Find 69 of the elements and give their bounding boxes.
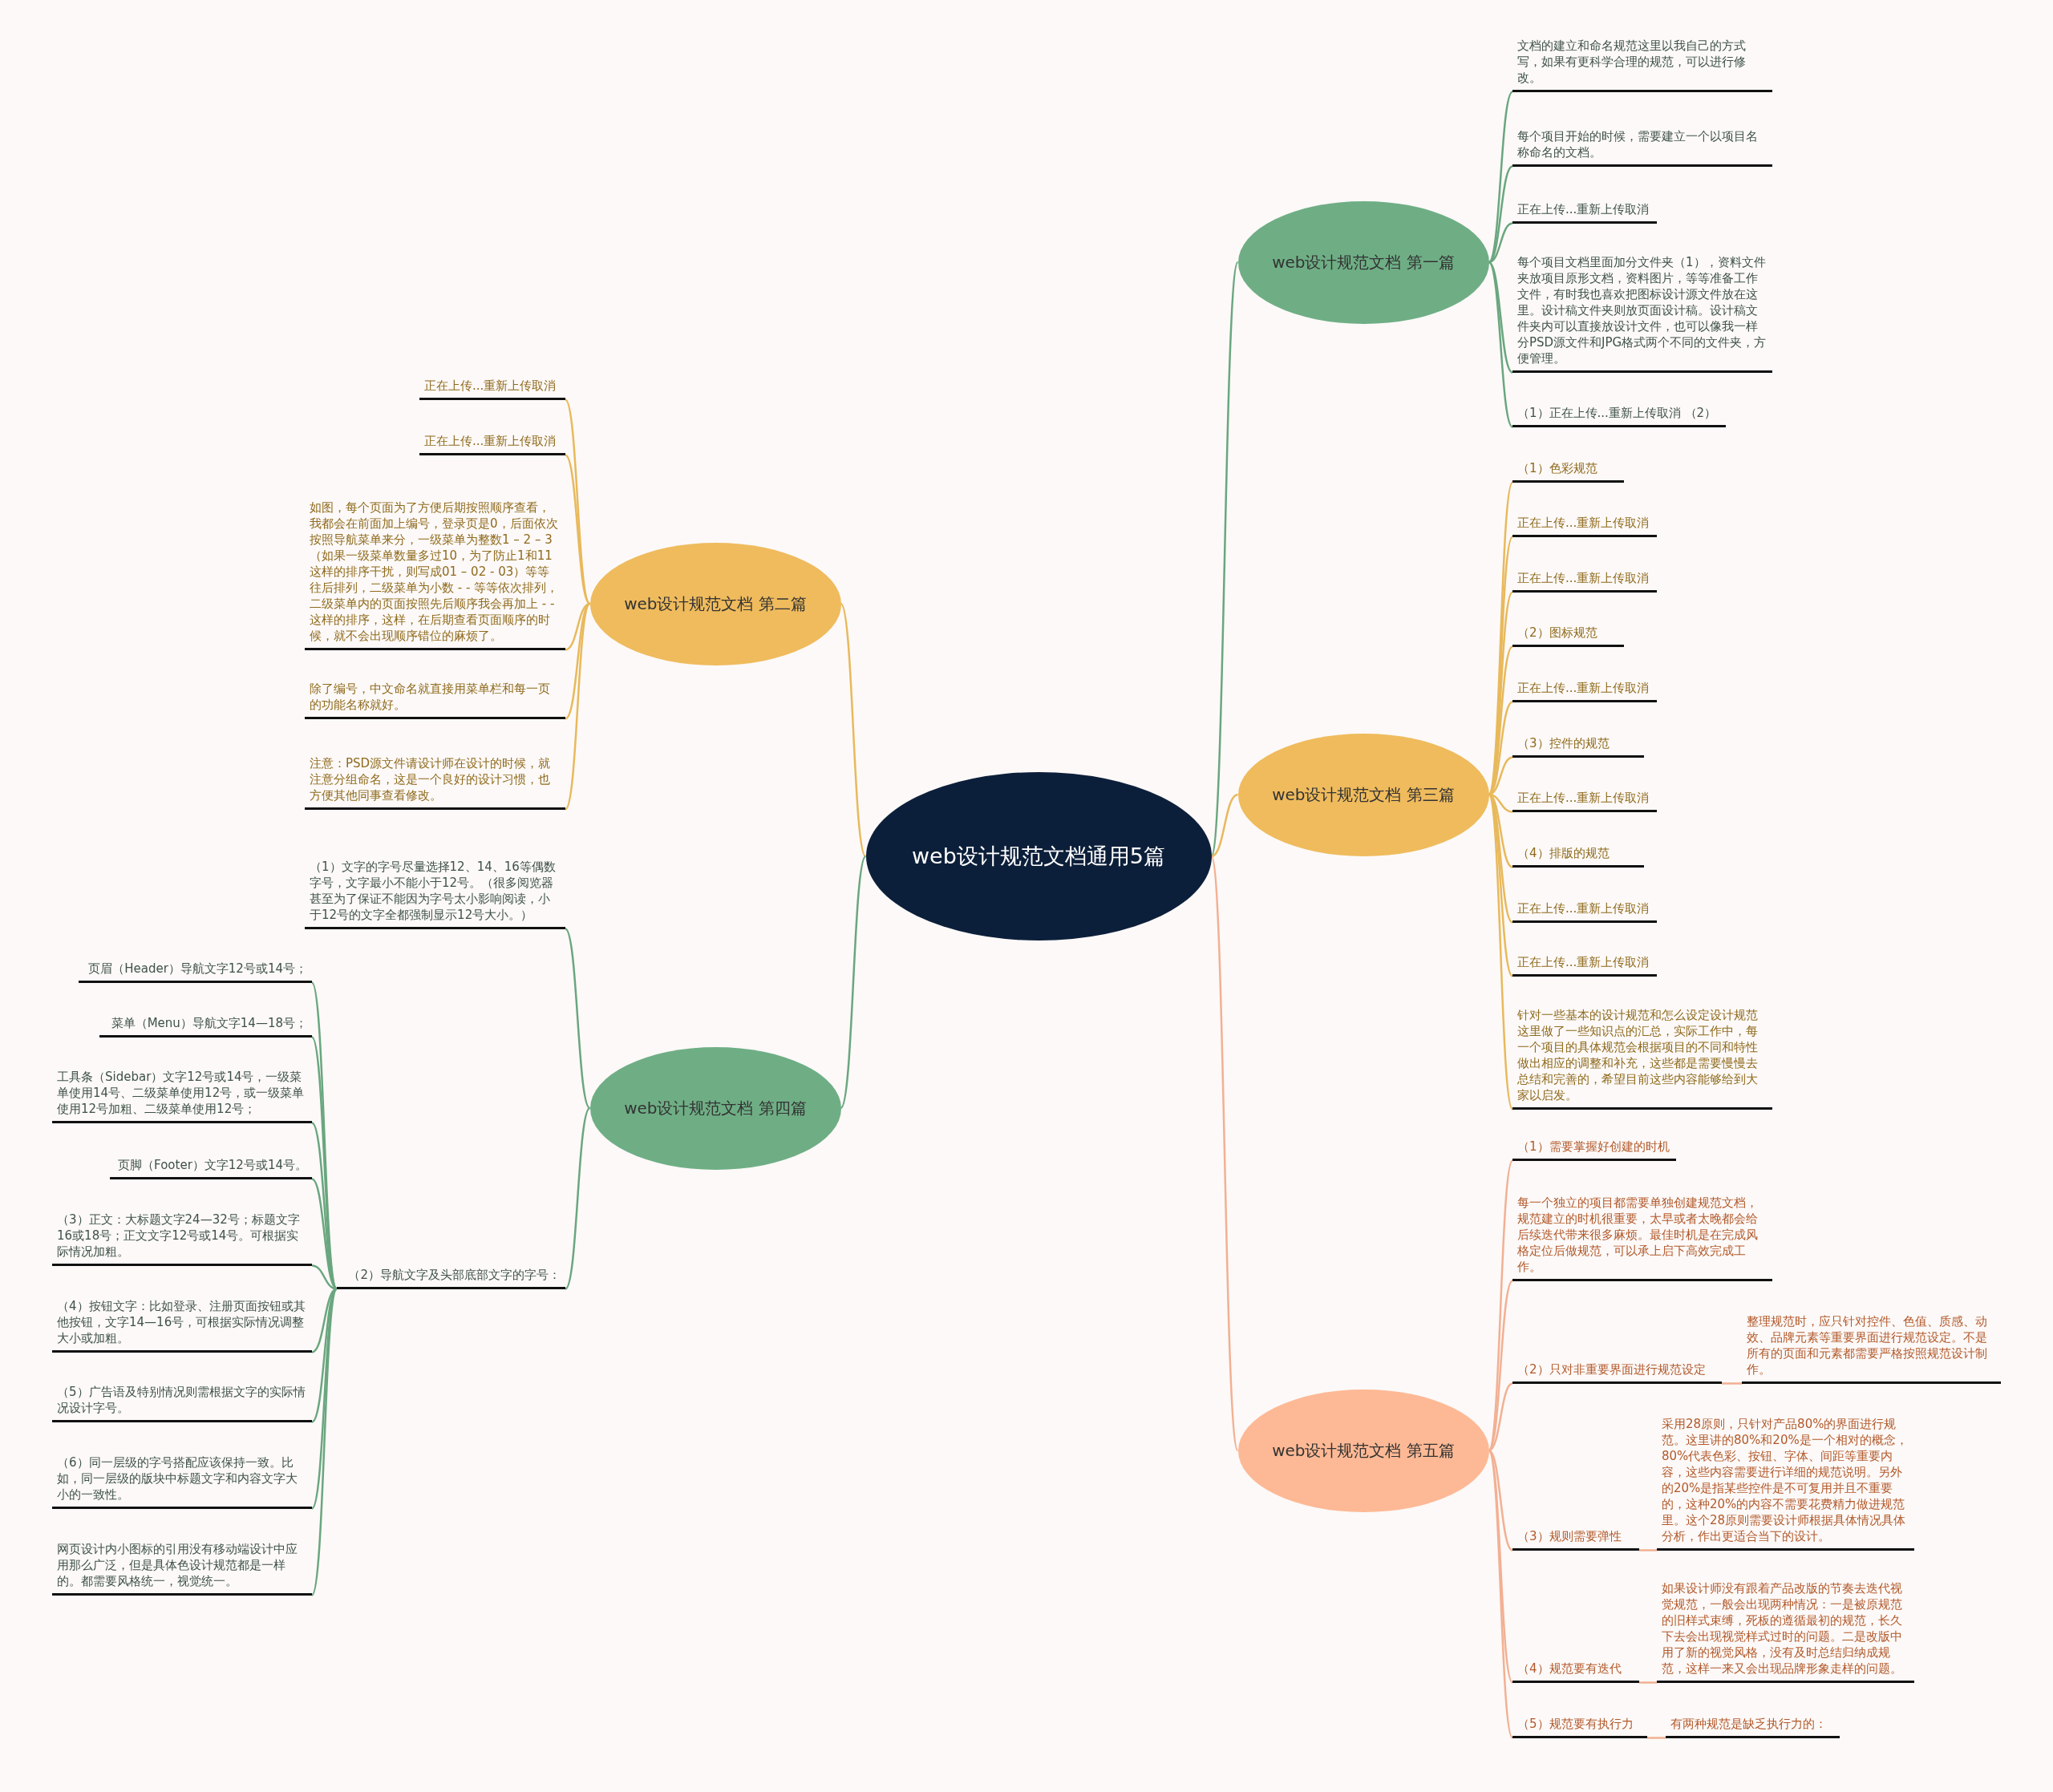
topic-ellipse: web设计规范文档 第五篇 <box>1237 1388 1490 1513</box>
topic-text: 文档的建立和命名规范这里以我自己的方式写，如果有更科学合理的规范，可以进行修改。 <box>1512 36 1772 92</box>
topic-text: 正在上传...重新上传取消 <box>419 431 565 455</box>
topic-text: 网页设计内小图标的引用没有移动端设计中应用那么广泛，但是具体色设计规范都是一样的。都需要风格统一，视觉统一。 <box>52 1539 312 1596</box>
topic-text: （1）需要掌握好创建的时机 <box>1512 1137 1676 1161</box>
connector-line <box>840 856 867 1109</box>
connector-line <box>1488 91 1513 263</box>
topic-text: 如果设计师没有跟着产品改版的节奏去迭代视觉规范，一般会出现两种情况：一是被原规范的旧样式束缚，死板的遵循最初的规范，长久下去会出现视觉样式过时的问题。二是改版中用了新的视觉风格，没有及时总结归纳成规范，这样一来又会出现品牌形象走样的问题。 <box>1657 1579 1914 1683</box>
topic-text: （1）色彩规范 <box>1512 459 1624 483</box>
topic-text: 正在上传...重新上传取消 <box>1512 568 1657 593</box>
connector-line <box>840 603 867 857</box>
topic-ellipse: web设计规范文档 第一篇 <box>1237 200 1490 325</box>
topic-text: 每个项目开始的时候，需要建立一个以项目名称命名的文档。 <box>1512 127 1772 167</box>
connector-line <box>1639 1681 1657 1684</box>
connector-line <box>564 603 591 811</box>
topic-text: （3）正文：大标题文字24—32号；标题文字16或18号；正文文字12号或14号。可根据实际情况加粗。 <box>52 1210 312 1266</box>
topic-ellipse: web设计规范文档 第二篇 <box>589 541 842 666</box>
connector-line <box>1210 856 1239 1451</box>
topic-text: 每一个独立的项目都需要单独创建规范文档，规范建立的时机很重要，太早或者太晚都会给后续迭代带来很多麻烦。最佳时机是在完成风格定位后做规范，可以承上启下高效完成工作。 <box>1512 1193 1772 1281</box>
topic-text: 正在上传...重新上传取消 <box>419 376 565 400</box>
topic-ellipse: web设计规范文档通用5篇 <box>865 771 1213 941</box>
topic-text: 正在上传...重新上传取消 <box>1512 953 1657 977</box>
connector-line <box>1210 261 1239 857</box>
topic-text: （4）按钮文字：比如登录、注册页面按钮或其他按钮，文字14—16号，可根据实际情况调整大小或加粗。 <box>52 1296 312 1353</box>
connector-line <box>1639 1549 1657 1551</box>
connector-line <box>1488 1450 1513 1551</box>
topic-text: 每个项目文档里面加分文件夹（1），资料文件夹放项目原形文档，资料图片，等等准备工作文件，有时我也喜欢把图标设计源文件放在这里。设计稿文件夹则放页面设计稿。设计稿文件夹内可以直接放设计文件，也可以像我一样分PSD源文件和JPG格式两个不同的文件夹，方便管理。 <box>1512 253 1772 373</box>
topic-text: 有两种规范是缺乏执行力的： <box>1666 1714 1840 1738</box>
topic-text: 针对一些基本的设计规范和怎么设定设计规范这里做了一些知识点的汇总，实际工作中，每一个项目的具体规范会根据项目的不同和特性做出相应的调整和补充，这些都是需要慢慢去总结和完善的，希望目前这些内容能够给到大家以启发。 <box>1512 1005 1772 1110</box>
topic-text: （2）只对非重要界面进行规范设定 <box>1512 1360 1722 1384</box>
topic-text: 正在上传...重新上传取消 <box>1512 200 1657 224</box>
topic-text: （5）规范要有执行力 <box>1512 1714 1647 1738</box>
topic-ellipse: web设计规范文档 第三篇 <box>1237 732 1490 857</box>
topic-text: （3）规则需要弹性 <box>1512 1527 1639 1551</box>
topic-text: （5）广告语及特别情况则需根据文字的实际情况设计字号。 <box>52 1382 312 1422</box>
connector-line <box>565 603 591 720</box>
topic-ellipse: web设计规范文档 第四篇 <box>589 1046 842 1171</box>
topic-text: 页眉（Header）导航文字12号或14号； <box>79 959 312 983</box>
topic-text: 除了编号，中文命名就直接用菜单栏和每一页的功能名称就好。 <box>305 679 565 719</box>
topic-text: 整理规范时，应只针对控件、色值、质感、动效、品牌元素等重要界面进行规范设定。不是所有的页面和元素都需要严格按照规范设计制作。 <box>1742 1312 2001 1384</box>
connector-line <box>565 454 591 605</box>
connector-line <box>565 1107 591 1290</box>
topic-text: （4）规范要有迭代 <box>1512 1659 1639 1683</box>
topic-text: （2）导航文字及头部底部文字的字号： <box>337 1265 565 1289</box>
topic-text: （4）排版的规范 <box>1512 843 1644 868</box>
topic-text: 注意：PSD源文件请设计师在设计的时候，就注意分组命名，这是一个良好的设计习惯，也方便其他同事查看修改。 <box>305 754 565 810</box>
topic-text: 正在上传...重新上传取消 <box>1512 788 1657 812</box>
topic-text: 工具条（Sidebar）文字12号或14号，一级菜单使用14号、二级菜单使用12号，或一级菜单使用12号加粗、二级菜单使用12号； <box>52 1067 312 1123</box>
topic-text: （1）正在上传...重新上传取消 （2） <box>1512 403 1726 427</box>
connector-line <box>565 602 590 651</box>
topic-text: （6）同一层级的字号搭配应该保持一致。比如，同一层级的版块中标题文字和内容文字大小的一致性。 <box>52 1453 312 1509</box>
connector-line <box>1488 222 1513 264</box>
topic-text: 正在上传...重新上传取消 <box>1512 513 1657 537</box>
connector-line <box>1488 261 1513 428</box>
connector-line <box>310 1288 338 1596</box>
topic-text: 正在上传...重新上传取消 <box>1512 678 1657 702</box>
topic-text: （1）文字的字号尽量选择12、14、16等偶数字号，文字最小不能小于12号。（很多阅览器甚至为了保证不能因为字号太小影响阅读，小于12号的文字全都强制显示12号大小。） <box>305 857 565 929</box>
connector-line <box>310 1288 338 1510</box>
topic-text: 页脚（Footer）文字12号或14号。 <box>110 1155 312 1179</box>
connector-line <box>1211 793 1238 858</box>
connector-line <box>1647 1737 1666 1739</box>
topic-text: 采用28原则，只针对产品80%的界面进行规范。这里讲的80%和20%是一个相对的概念，80%代表色彩、按钮、字体、间距等重要内容，这些内容需要进行详细的规范说明。另外的20%是指某些控件是不可复用并且不重要的，这种20%的内容不需要花费精力做进规范里。这个28原则需要设计师根据具体情况具体分析，作出更适合当下的设计。 <box>1657 1414 1914 1551</box>
topic-text: （2）图标规范 <box>1512 623 1624 647</box>
connector-line <box>1722 1382 1742 1385</box>
connector-line <box>565 928 591 1109</box>
topic-text: 如图，每个页面为了方便后期按照顺序查看，我都会在前面加上编号，登录页是0，后面依次按照导航菜单来分，一级菜单为整数1 – 2 – 3（如果一级菜单数量多过10，为了防止1和11这样的排序干扰，则写成01 – 02 - 03）等等往后排列，二级菜单为小数 - - 等等依次排列，二级菜单内的页面按照先后顺序我会再加上 - - 这样的排序，这样，在后期查看页面顺序的时候，就不会出现顺序错位的麻烦了。 <box>305 498 565 650</box>
topic-text: 正在上传...重新上传取消 <box>1512 899 1657 923</box>
topic-text: （3）控件的规范 <box>1512 734 1644 758</box>
topic-text: 菜单（Menu）导航文字14—18号； <box>99 1013 312 1038</box>
